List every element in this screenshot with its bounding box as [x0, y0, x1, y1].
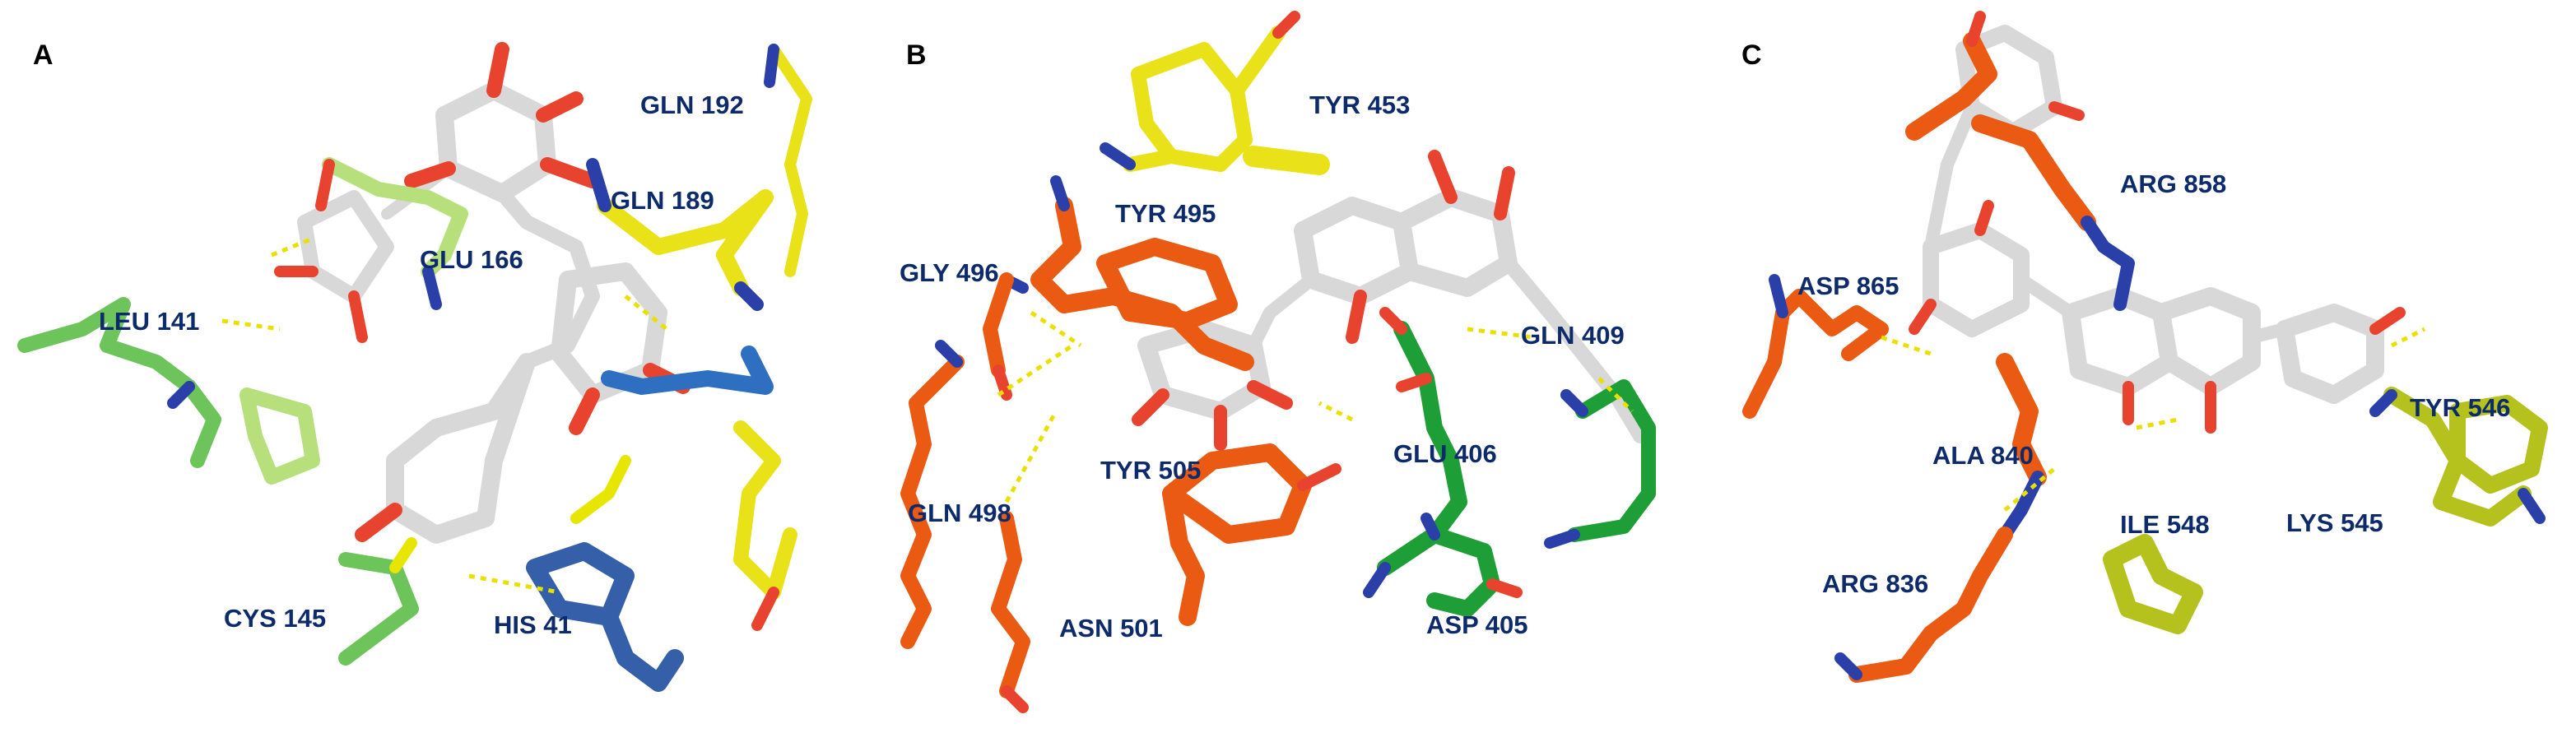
residue-tyr453-b [1100, 11, 1330, 175]
residue-leu141-a [17, 297, 320, 485]
residue-his41-a [526, 346, 774, 692]
residue-label: GLN 498 [908, 499, 1011, 527]
residue-glu166-a [315, 157, 468, 310]
residue-label: ASP 865 [1797, 271, 1899, 300]
residue-label: LEU 141 [99, 307, 200, 336]
hbonds-b [997, 310, 1634, 503]
ligand-c [1909, 25, 2406, 434]
residue-label: ILE 548 [2120, 510, 2210, 539]
hbonds-c [1881, 327, 2426, 512]
residue-label: GLU 166 [420, 245, 523, 274]
panel-c-structure [1742, 11, 2548, 683]
residue-label: GLU 406 [1393, 439, 1497, 468]
residue-cys145-a [338, 537, 419, 666]
residue-label: LYS 545 [2286, 508, 2383, 537]
residue-label: TYR 546 [2410, 393, 2511, 422]
residue-arg858-c [1905, 11, 2135, 311]
residue-glu406-b [1379, 307, 1467, 543]
panel-c: C ARG 858 ASP 865 TYR 546 ALA 840 ILE 54… [1717, 0, 2576, 733]
residue-gln189-a [586, 158, 774, 311]
panel-letter-a: A [33, 39, 53, 71]
residue-label: ASP 405 [1426, 610, 1528, 639]
residue-label: ARG 836 [1822, 569, 1929, 598]
panel-b: B TYR 453 TYR 495 GLY 496 GLN 409 TYR 50… [858, 0, 1717, 733]
residue-arg836-c [1834, 527, 2013, 683]
panel-letter-c: C [1741, 39, 1762, 71]
residue-asn501-b [991, 511, 1030, 713]
residue-label: CYS 145 [224, 604, 327, 633]
residue-gln192-a [764, 44, 812, 277]
residue-label: ALA 840 [1932, 441, 2034, 470]
residue-asp865-c [1742, 274, 1889, 419]
hbonds-a [221, 236, 668, 595]
residue-gln498-b [900, 340, 965, 649]
residue-label: HIS 41 [494, 610, 572, 639]
residue-label: ASN 501 [1059, 614, 1163, 643]
residue-label: TYR 505 [1100, 456, 1202, 485]
residue-ile548-c [2103, 534, 2203, 634]
panel-b-structure [900, 11, 1656, 713]
ligand-b [1132, 150, 1648, 451]
residue-label: ARG 858 [2120, 169, 2227, 198]
residue-gln409-b [1544, 379, 1656, 549]
residue-label: GLN 189 [611, 186, 714, 215]
residue-gly496-b [983, 272, 1014, 401]
residue-label: GLN 192 [640, 90, 744, 119]
residue-label: GLY 496 [900, 258, 999, 287]
residue-tyr495-b [1001, 175, 1254, 371]
residue-label: TYR 495 [1115, 199, 1216, 228]
residue-asp405-b [1363, 513, 1523, 617]
panel-a: A GLN 192 GLN 189 GLU 166 LEU 141 CYS 14… [0, 0, 858, 733]
residue-tyr546-c [2369, 387, 2548, 527]
residue-label: GLN 409 [1521, 321, 1625, 350]
residue-label: TYR 453 [1309, 90, 1411, 119]
residue-yellow-tail-a [733, 420, 797, 631]
panel-a-structure [17, 42, 812, 692]
panel-letter-b: B [906, 39, 927, 71]
residue-tyr505-b [1162, 443, 1341, 626]
